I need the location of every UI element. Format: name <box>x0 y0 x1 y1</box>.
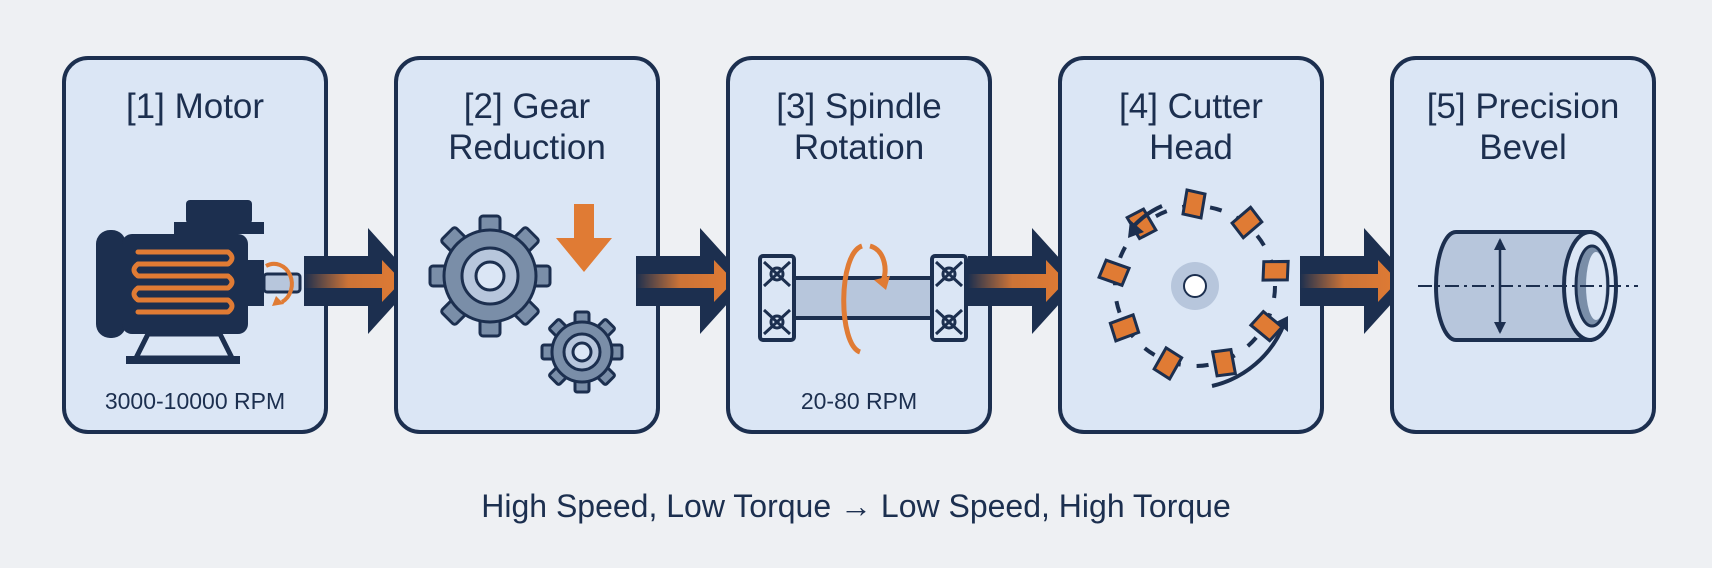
flow-arrow-icon <box>304 228 416 334</box>
step-cutter-head: [4] Cutter Head <box>1058 56 1324 434</box>
step-detail: 20-80 RPM <box>800 388 918 414</box>
bevel-cylinder-icon <box>1418 230 1638 342</box>
flow-arrow-icon <box>1300 228 1412 334</box>
step-title: [4] Cutter Head <box>1119 87 1263 167</box>
step-title: [5] Precision Bevel <box>1426 87 1620 167</box>
flow-arrow-icon <box>968 228 1080 334</box>
step-precision-bevel: [5] Precision Bevel <box>1390 56 1656 434</box>
step-title: [1] Motor <box>125 87 265 126</box>
step-title: [3] Spindle Rotation <box>776 87 942 167</box>
step-detail: 3000-10000 RPM <box>104 388 286 414</box>
gears-icon <box>428 204 624 394</box>
step-gear-reduction: [2] Gear Reduction <box>394 56 660 434</box>
step-spindle-rotation: [3] Spindle Rotation 20-80 RPM <box>726 56 992 434</box>
step-motor: [1] Motor 3000-10000 RPM <box>62 56 328 434</box>
torque-speed-caption: High Speed, Low Torque → Low Speed, High… <box>481 488 1231 524</box>
step-title: [2] Gear Reduction <box>448 87 606 167</box>
flow-arrow-icon <box>636 228 748 334</box>
spindle-icon <box>758 243 968 355</box>
motor-icon <box>96 200 302 364</box>
cutter-head-icon <box>1097 188 1290 388</box>
